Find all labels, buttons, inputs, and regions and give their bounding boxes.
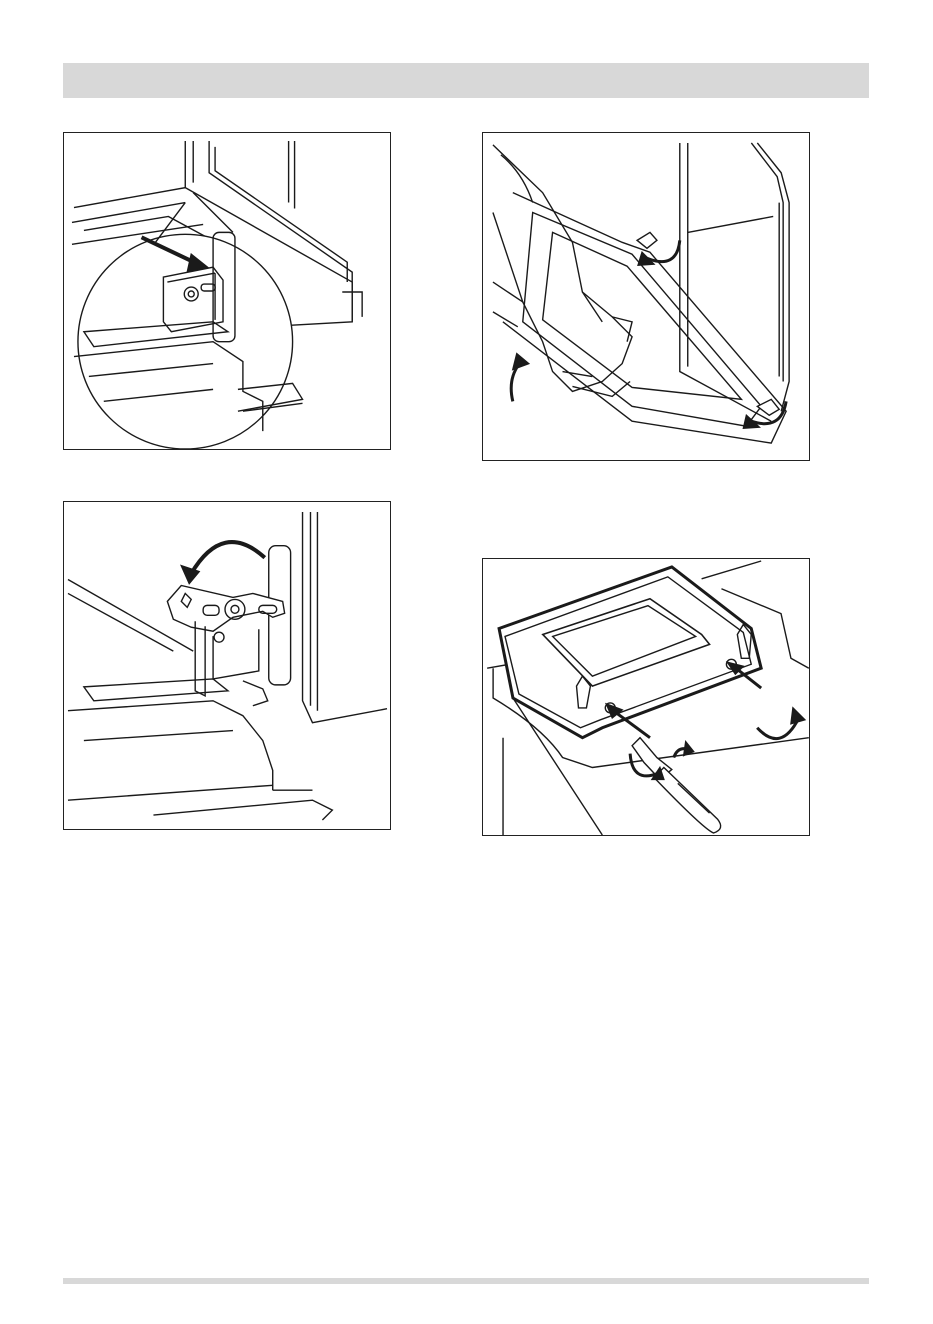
door-glass-screw-icon: [483, 559, 809, 835]
figure-door-removal: [482, 132, 810, 461]
header-bar: [63, 63, 869, 98]
footer-bar: [63, 1278, 869, 1284]
figure-hinge-detail: [63, 132, 391, 450]
hinge-lever-rotate-icon: [64, 502, 390, 829]
figure-hinge-lever: [63, 501, 391, 830]
door-hinge-detail-icon: [64, 133, 390, 449]
door-removal-icon: [483, 133, 809, 460]
figure-door-glass-screws: [482, 558, 810, 836]
